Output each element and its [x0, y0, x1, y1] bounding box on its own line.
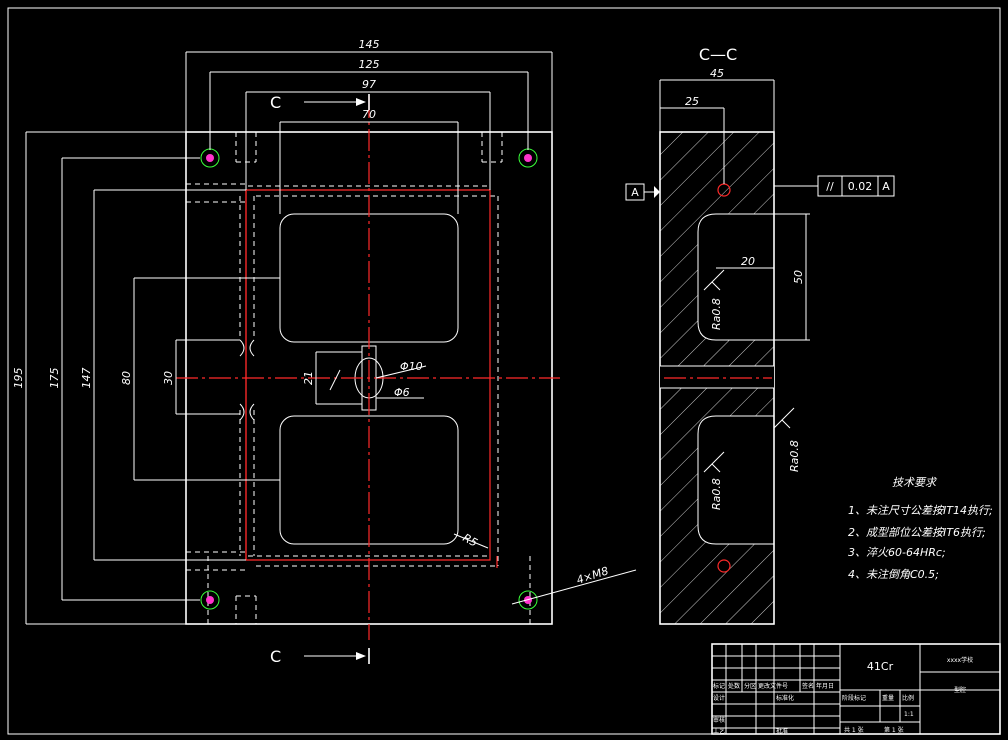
dimensions-vertical — [25, 131, 362, 625]
roughness-2: Ra0.8 — [710, 478, 723, 510]
tb-design: 设计 — [713, 694, 725, 702]
dim-thickness: 45 — [710, 67, 724, 80]
dim-gate-d2: Φ6 — [394, 386, 410, 399]
tb-head-count: 处数 — [728, 682, 740, 690]
section-hole-bottom — [717, 559, 731, 573]
tb-head-docno: 更改文件号 — [758, 682, 788, 690]
runner-lines — [245, 189, 498, 568]
tolerance-datum: A — [882, 180, 890, 193]
tb-head-sign: 签名 — [802, 682, 814, 690]
technical-requirements: 技术要求 1、未注尺寸公差按IT14执行; 2、成型部位公差按IT6执行; 3、… — [848, 476, 993, 581]
tb-process: 工艺 — [713, 727, 725, 735]
tb-review: 审核 — [713, 716, 725, 724]
section-arrows — [304, 94, 370, 664]
roughness-3: Ra0.8 — [788, 440, 801, 472]
tb-stage: 阶段标记 — [842, 694, 866, 702]
dim-pocket-pitch: 80 — [120, 371, 133, 385]
tech-req-title: 技术要求 — [892, 476, 938, 489]
tb-sheet-no: 第 1 张 — [884, 726, 904, 734]
front-view: 145 125 97 70 195 175 147 80 — [12, 38, 637, 666]
dim-gate-height: 21 — [302, 371, 315, 385]
tb-sheets: 共 1 张 — [844, 726, 864, 734]
dimensions-horizontal — [185, 51, 637, 605]
dim-pocket-width: 70 — [362, 108, 376, 121]
dim-hole-depth: 25 — [685, 95, 699, 108]
section-runner — [660, 366, 774, 388]
tb-head-mark: 标记 — [713, 682, 725, 690]
tb-head-date: 年月日 — [816, 682, 834, 690]
dim-slot-height: 147 — [80, 368, 93, 389]
dim-corner-radius: R5 — [461, 531, 480, 549]
tech-req-item-4: 4、未注倒角C0.5; — [848, 568, 939, 581]
tolerance-symbol: // — [826, 180, 834, 193]
dim-slot-width: 97 — [362, 78, 376, 91]
dim-screw-note: 4×M8 — [575, 564, 610, 586]
roughness-1: Ra0.8 — [710, 298, 723, 330]
tech-req-item-1: 1、未注尺寸公差按IT14执行; — [848, 504, 993, 517]
tech-req-item-2: 2、成型部位公差按IT6执行; — [848, 526, 986, 539]
datum-label: A — [631, 186, 639, 199]
screw-holes — [200, 148, 538, 610]
dim-height-outer: 195 — [12, 368, 25, 389]
tb-std: 标准化 — [776, 694, 794, 702]
dim-hole-pitch-x: 125 — [359, 58, 380, 71]
dim-gate-d1: Φ10 — [400, 360, 423, 373]
title-block: 标记 处数 分区 更改文件号 签名 年月日 设计 标准化 审核 工艺 批准 41… — [711, 643, 1001, 735]
tolerance-frame — [817, 175, 895, 197]
section-mark-bottom: C — [270, 647, 281, 666]
tb-weight: 重量 — [882, 694, 894, 702]
tb-approve: 批准 — [776, 727, 788, 735]
tb-scale-head: 比例 — [902, 694, 914, 702]
dim-width-outer: 145 — [359, 38, 380, 51]
dim-center-gap: 30 — [162, 371, 175, 385]
dim-pocket-depth: 20 — [741, 255, 755, 268]
tb-material: 41Cr — [867, 660, 894, 673]
tb-part-name: 型腔 — [954, 686, 966, 694]
dim-hole-pitch-y: 175 — [48, 368, 61, 389]
section-pocket-lower — [697, 415, 774, 545]
section-pocket-upper — [697, 213, 774, 341]
section-mark-top: C — [270, 93, 281, 112]
tb-scale: 1:1 — [904, 711, 914, 718]
dim-pocket-height: 50 — [792, 270, 805, 284]
tech-req-item-3: 3、淬火60-64HRc; — [848, 546, 946, 559]
tb-head-zone: 分区 — [744, 682, 756, 690]
tb-school: xxxx学校 — [947, 656, 973, 664]
tolerance-value: 0.02 — [848, 180, 873, 193]
section-title: C—C — [699, 45, 737, 64]
drawing-border — [7, 7, 1001, 735]
